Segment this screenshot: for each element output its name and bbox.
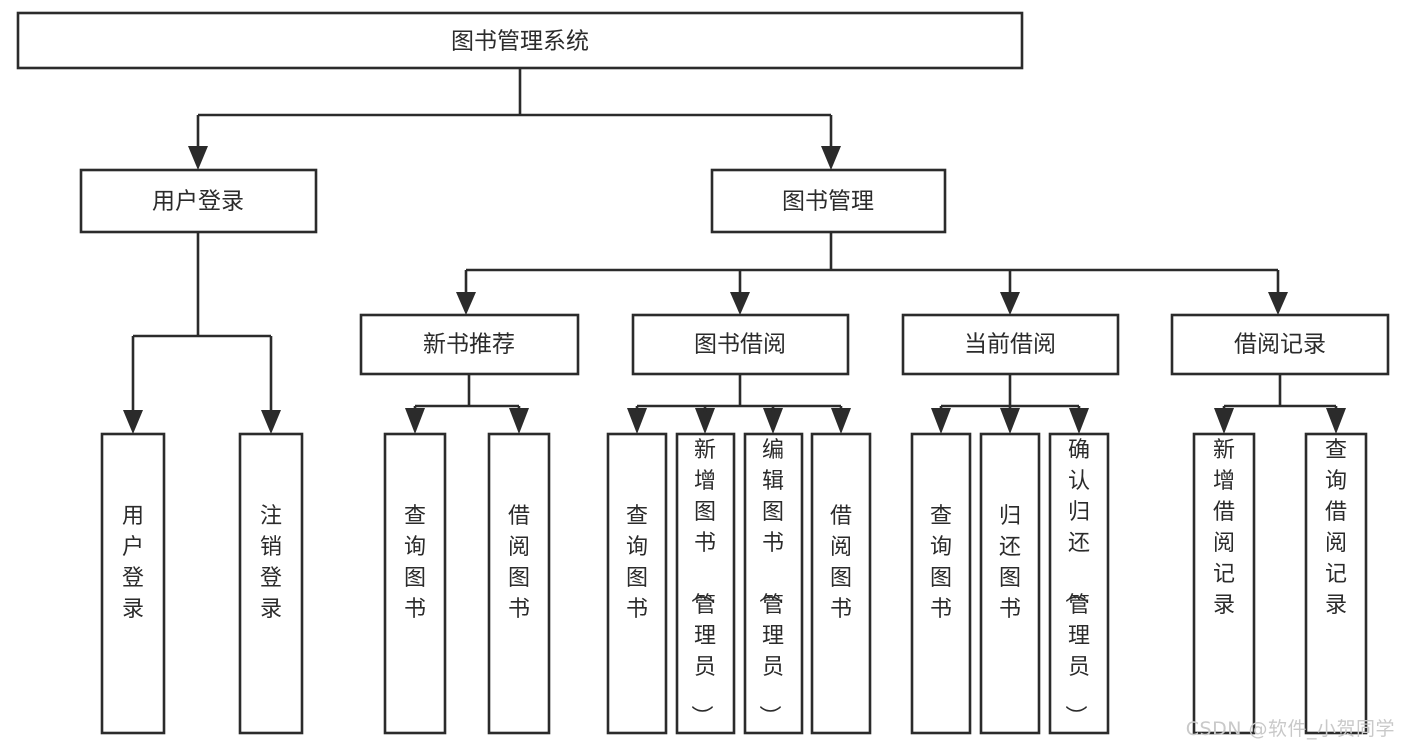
leaf-box-logout[interactable] [238, 432, 304, 735]
leaf-node[interactable]: 归还图书 [979, 432, 1041, 735]
leaf-label-nb-borrow-book: 借阅图书 [508, 504, 530, 622]
leaf-box-user-login[interactable] [100, 432, 166, 735]
leaf-box-bb-query-book[interactable] [606, 432, 668, 735]
node-user-login-box[interactable] [79, 168, 318, 234]
leaf-label-br-query-record: 查询借阅记录 [1325, 438, 1347, 618]
arrow-head-bb-leaf-1 [627, 408, 647, 434]
leaf-box-br-add-record[interactable] [1192, 432, 1256, 735]
node-book-management[interactable]: 图书管理 [710, 168, 947, 234]
node-book-borrow-box[interactable] [631, 313, 850, 376]
leaf-box-nb-query-book[interactable] [383, 432, 447, 735]
node-root-label: 图书管理系统 [451, 29, 589, 55]
connectors-user-login-to-leaves [123, 232, 281, 434]
leaf-label-logout: 注销登录 [260, 504, 282, 622]
arrow-head-nb-leaf-1 [405, 408, 425, 434]
node-borrow-record-label: 借阅记录 [1234, 332, 1326, 358]
connectors-book-mgmt-to-level3 [456, 232, 1288, 315]
arrow-head-cb-leaf-1 [931, 408, 951, 434]
node-current-borrow-label: 当前借阅 [964, 332, 1056, 358]
arrow-head-br-leaf-2 [1326, 408, 1346, 434]
connectors-borrow-record-to-leaves [1214, 374, 1346, 434]
leaf-label-bb-add-book: 新增图书（管理员） [688, 438, 716, 727]
leaf-node[interactable]: 用户登录 [100, 432, 166, 735]
arrow-head-bb-leaf-4 [831, 408, 851, 434]
node-borrow-record-box[interactable] [1170, 313, 1390, 376]
leaf-box-cb-return-book[interactable] [979, 432, 1041, 735]
arrow-head-bb-leaf-3 [763, 408, 783, 434]
leaf-label-bb-query-book: 查询图书 [626, 504, 648, 622]
node-book-borrow[interactable]: 图书借阅 [631, 313, 850, 376]
leaf-box-br-query-record[interactable] [1304, 432, 1368, 735]
arrow-head-cb-leaf-3 [1069, 408, 1089, 434]
arrow-head-br-leaf-1 [1214, 408, 1234, 434]
arrow-head-bb-leaf-2 [695, 408, 715, 434]
leaf-label-cb-query-book: 查询图书 [930, 504, 952, 622]
node-current-borrow[interactable]: 当前借阅 [901, 313, 1120, 376]
leaf-label-user-login: 用户登录 [122, 504, 144, 622]
leaf-label-bb-edit-book: 编辑图书（管理员） [756, 438, 784, 727]
node-user-login[interactable]: 用户登录 [79, 168, 318, 234]
arrow-head-current-borrow [1000, 292, 1020, 315]
leaf-node[interactable]: 新增借阅记录 [1192, 432, 1256, 735]
node-root[interactable]: 图书管理系统 [16, 11, 1024, 70]
leaf-label-nb-query-book: 查询图书 [404, 504, 426, 622]
arrow-head-new-book [456, 292, 476, 315]
leaf-box-cb-query-book[interactable] [910, 432, 972, 735]
connectors-current-borrow-to-leaves [931, 374, 1089, 434]
node-new-book-recommend[interactable]: 新书推荐 [359, 313, 580, 376]
leaf-node[interactable]: 借阅图书 [810, 432, 872, 735]
leaf-label-br-add-record: 新增借阅记录 [1213, 438, 1235, 618]
leaf-node[interactable]: 确认归还（管理员） [1048, 432, 1110, 735]
arrow-head-nb-leaf-2 [509, 408, 529, 434]
leaf-node[interactable]: 查询图书 [606, 432, 668, 735]
node-new-book-recommend-box[interactable] [359, 313, 580, 376]
arrow-head-book-mgmt [821, 146, 841, 170]
node-user-login-label: 用户登录 [152, 189, 244, 215]
leaf-node[interactable]: 查询借阅记录 [1304, 432, 1368, 735]
leaf-node[interactable]: 编辑图书（管理员） [743, 432, 804, 735]
leaf-box-bb-add-book[interactable] [675, 432, 736, 735]
leaf-box-bb-edit-book[interactable] [743, 432, 804, 735]
leaf-box-nb-borrow-book[interactable] [487, 432, 551, 735]
leaf-label-bb-borrow-book: 借阅图书 [830, 504, 852, 622]
node-book-management-label: 图书管理 [782, 189, 874, 215]
leaf-node[interactable]: 新增图书（管理员） [675, 432, 736, 735]
node-new-book-recommend-label: 新书推荐 [423, 332, 515, 358]
node-root-box[interactable] [16, 11, 1024, 70]
leaf-label-cb-confirm-return: 确认归还（管理员） [1062, 438, 1090, 727]
connectors-book-borrow-to-leaves [627, 374, 851, 434]
node-current-borrow-box[interactable] [901, 313, 1120, 376]
arrow-head-book-borrow [730, 292, 750, 315]
node-borrow-record[interactable]: 借阅记录 [1170, 313, 1390, 376]
arrow-head-cb-leaf-2 [1000, 408, 1020, 434]
connectors-new-book-to-leaves [405, 374, 529, 434]
arrow-head-leaf-user-login [123, 410, 143, 434]
arrow-head-borrow-record [1268, 292, 1288, 315]
leaf-box-bb-borrow-book[interactable] [810, 432, 872, 735]
connectors-root-to-level2 [188, 68, 841, 170]
leaf-box-cb-confirm-return[interactable] [1048, 432, 1110, 735]
leaf-node[interactable]: 查询图书 [910, 432, 972, 735]
leaf-node[interactable]: 借阅图书 [487, 432, 551, 735]
node-book-management-box[interactable] [710, 168, 947, 234]
leaf-node[interactable]: 注销登录 [238, 432, 304, 735]
leaf-label-cb-return-book: 归还图书 [999, 504, 1021, 622]
node-book-borrow-label: 图书借阅 [694, 332, 786, 358]
arrow-head-user-login [188, 146, 208, 170]
arrow-head-leaf-logout [261, 410, 281, 434]
leaf-node[interactable]: 查询图书 [383, 432, 447, 735]
